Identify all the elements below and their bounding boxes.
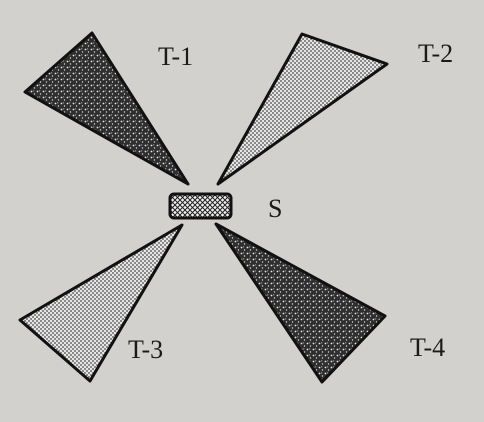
target-t2-wedge: [216, 32, 389, 186]
label-sample: S: [268, 194, 282, 223]
target-t1-wedge: [23, 31, 190, 186]
target-t3-wedge: [18, 223, 184, 383]
sample-block: [168, 192, 233, 220]
label-t2: T-2: [418, 39, 453, 68]
target-t4-wedge: [214, 222, 387, 384]
label-t3: T-3: [128, 335, 163, 364]
label-t1: T-1: [158, 42, 193, 71]
label-t4: T-4: [410, 333, 445, 362]
